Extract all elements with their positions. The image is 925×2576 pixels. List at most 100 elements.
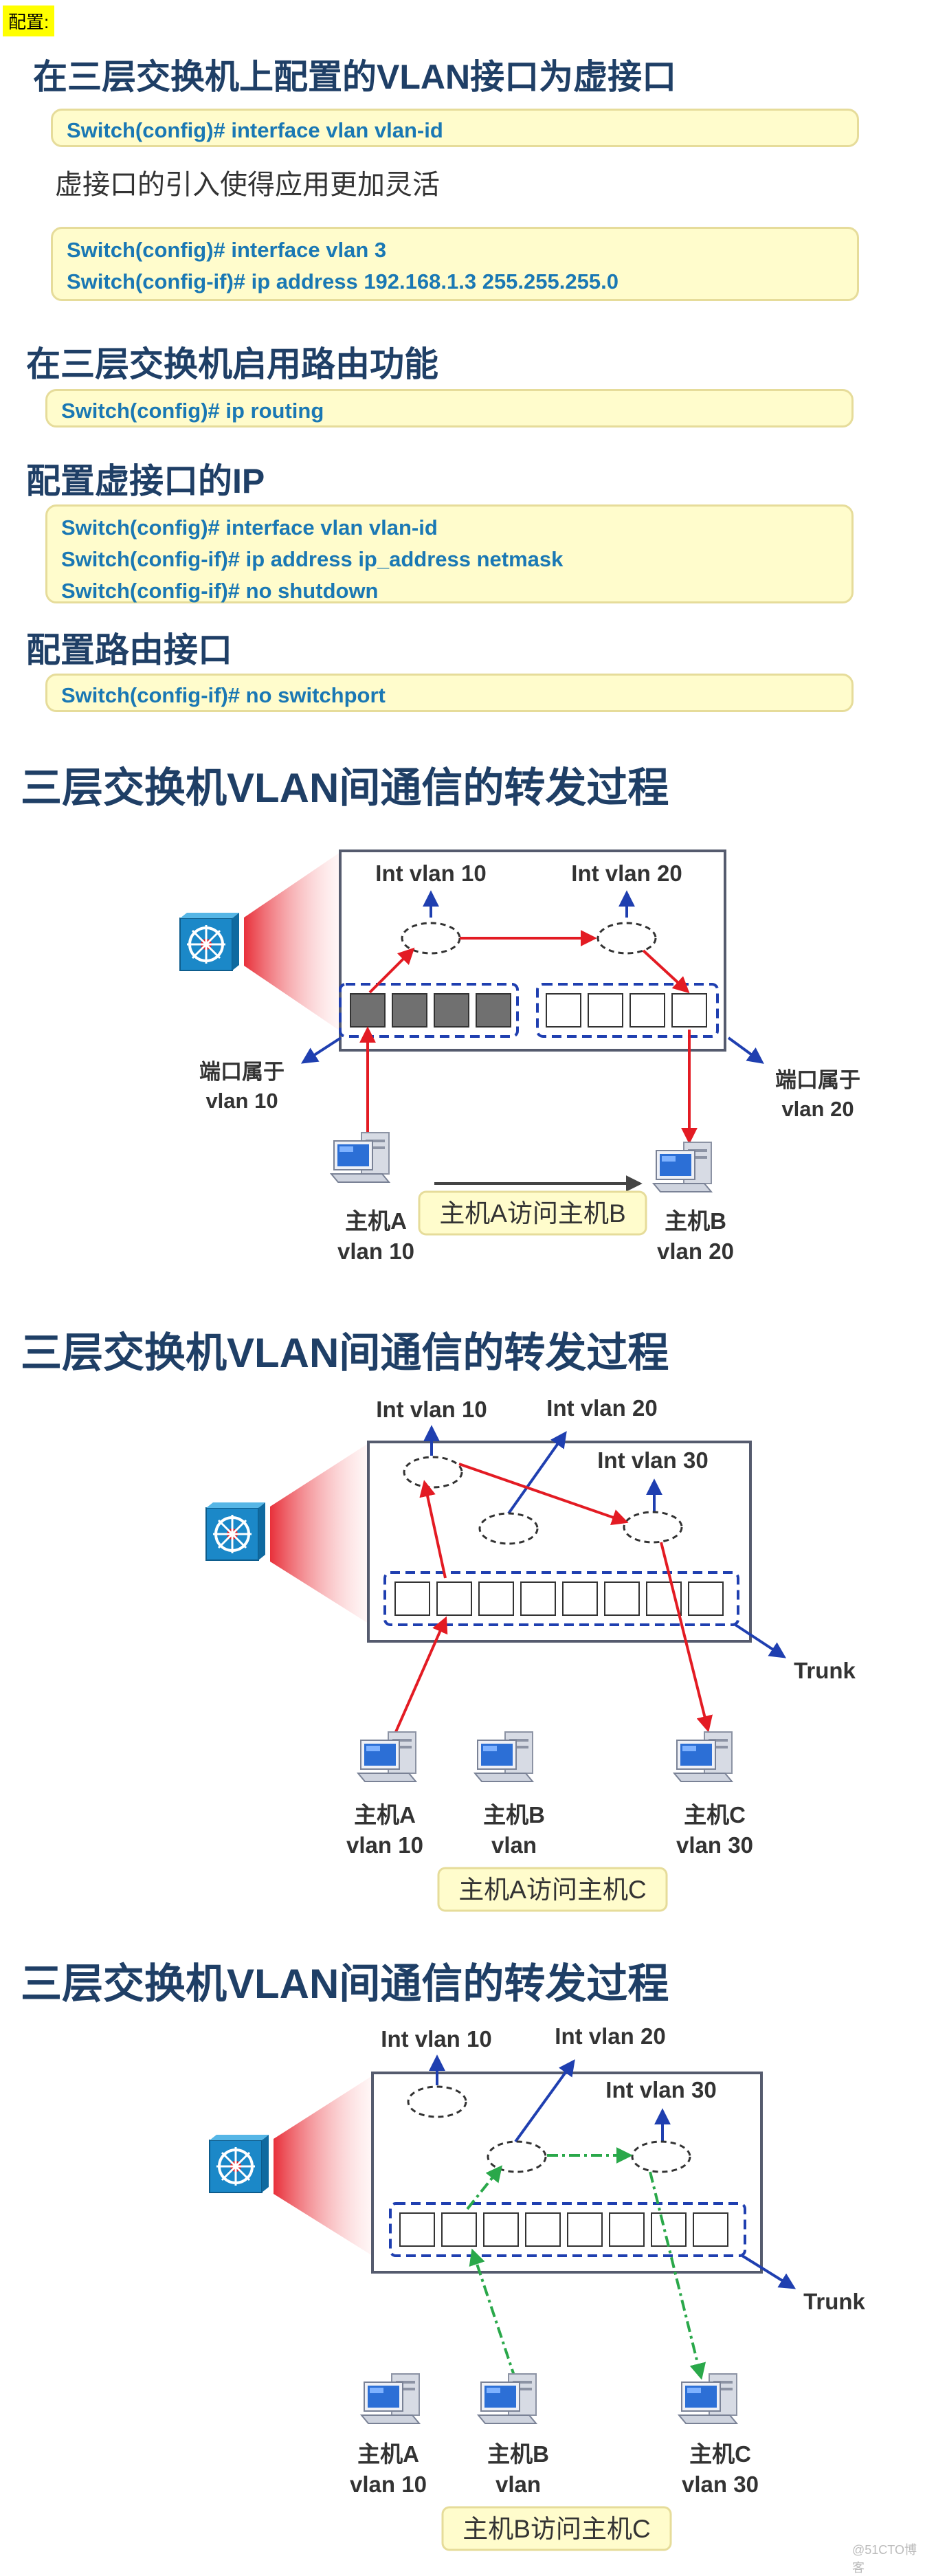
switch-ports bbox=[394, 1581, 724, 1616]
int-vlan-30-label: Int vlan 30 bbox=[605, 2077, 716, 2102]
port-right-label-2: vlan 20 bbox=[781, 1097, 854, 1121]
host-b-label: 主机B bbox=[487, 2441, 549, 2467]
code-line: Switch(config)# interface vlan vlan-id bbox=[67, 118, 443, 142]
zoom-beam bbox=[274, 2076, 372, 2256]
pointer-arrow bbox=[734, 1623, 787, 1658]
note-text: 虚接口的引入使得应用更加灵活 bbox=[55, 170, 440, 200]
code-box-4: Switch(config)# interface vlan vlan-id S… bbox=[45, 504, 854, 603]
caption-text: 主机B访问主机C bbox=[462, 2515, 650, 2543]
code-line: Switch(config)# ip routing bbox=[61, 399, 324, 423]
pointer-arrow bbox=[300, 1036, 342, 1064]
port-left-label-2: vlan 10 bbox=[205, 1089, 278, 1113]
vlan10-port-group bbox=[339, 983, 519, 1038]
flow-arrow bbox=[458, 1463, 629, 1526]
int-vlan-10-label: Int vlan 10 bbox=[381, 2026, 491, 2052]
flow-arrow bbox=[642, 949, 690, 994]
host-a-label: 主机A bbox=[357, 2441, 419, 2467]
zoom-beam bbox=[270, 1443, 368, 1623]
host-a-pc-icon bbox=[357, 1731, 416, 1782]
switch-body bbox=[367, 1441, 752, 1643]
diagram3: Int vlan 10 Int vlan 20 Int vlan 30 Trun… bbox=[208, 2023, 866, 2551]
vlan30-interface bbox=[623, 1511, 683, 1544]
caption-text: 主机A访问主机B bbox=[439, 1199, 625, 1228]
switch-icon bbox=[205, 1501, 267, 1562]
host-a-vlan: vlan 10 bbox=[337, 1239, 414, 1264]
host-c-vlan: vlan 30 bbox=[676, 1832, 753, 1858]
host-b-pc-icon bbox=[478, 2373, 537, 2424]
flow-arrow bbox=[649, 2171, 706, 2380]
caption-box bbox=[418, 1190, 647, 1236]
code-line: Switch(config-if)# ip address ip_address… bbox=[61, 547, 564, 571]
vlan20-interface bbox=[597, 922, 657, 955]
code-line: Switch(config)# interface vlan vlan-id bbox=[61, 515, 438, 540]
diagram1-title: 三层交换机VLAN间通信的转发过程 bbox=[21, 765, 669, 811]
code-box-3: Switch(config)# ip routing bbox=[45, 389, 854, 428]
watermark: @51CTO博客 bbox=[852, 2543, 917, 2575]
diagram2-title: 三层交换机VLAN间通信的转发过程 bbox=[21, 1330, 669, 1376]
port-left-label-1: 端口属于 bbox=[199, 1060, 285, 1084]
host-b-pc-icon bbox=[653, 1142, 712, 1192]
heading-enable-routing: 在三层交换机启用路由功能 bbox=[26, 345, 438, 384]
int-vlan-20-label: Int vlan 20 bbox=[546, 1395, 657, 1421]
vlan10-interface bbox=[403, 1456, 463, 1489]
host-b-vlan: vlan bbox=[491, 1832, 537, 1858]
config-tag: 配置: bbox=[3, 5, 55, 36]
port-right-label-1: 端口属于 bbox=[775, 1068, 860, 1092]
flow-arrow bbox=[394, 1616, 448, 1734]
pointer-arrow bbox=[741, 2254, 796, 2289]
host-c-label: 主机C bbox=[684, 1802, 746, 1828]
diagram2: Int vlan 10 Int vlan 20 Int vlan 30 Trun… bbox=[205, 1395, 856, 1912]
code-box-1: Switch(config)# interface vlan vlan-id bbox=[51, 109, 859, 147]
switch-ports bbox=[399, 2212, 728, 2247]
code-line: Switch(config-if)# no switchport bbox=[61, 683, 386, 707]
switch-icon bbox=[208, 2133, 270, 2194]
flow-arrow bbox=[466, 2165, 502, 2210]
host-a-label: 主机A bbox=[354, 1802, 416, 1828]
host-a-pc-icon bbox=[361, 2373, 420, 2424]
host-c-pc-icon bbox=[678, 2373, 737, 2424]
pointer-arrow bbox=[727, 1036, 764, 1064]
host-b-pc-icon bbox=[474, 1731, 533, 1782]
int-vlan-30-label: Int vlan 30 bbox=[597, 1447, 708, 1473]
host-b-label: 主机B bbox=[483, 1802, 545, 1828]
heading-virtual-ip: 配置虚接口的IP bbox=[26, 462, 265, 500]
code-line: Switch(config-if)# ip address 192.168.1.… bbox=[67, 269, 618, 293]
caption-box bbox=[437, 1867, 668, 1912]
flow-arrow bbox=[419, 1480, 447, 1579]
int-vlan-10-label: Int vlan 10 bbox=[376, 1397, 487, 1422]
caption-text: 主机A访问主机C bbox=[458, 1876, 646, 1904]
host-b-vlan: vlan 20 bbox=[657, 1239, 734, 1264]
diagram3-title: 三层交换机VLAN间通信的转发过程 bbox=[21, 1961, 669, 2007]
vlan10-interface bbox=[407, 2085, 467, 2118]
diagram1: Int vlan 10 Int vlan 20 端口属于 vlan 10 端口属… bbox=[179, 850, 860, 1264]
int-vlan-10-label: Int vlan 10 bbox=[375, 860, 486, 886]
heading-virtual-interface: 在三层交换机上配置的VLAN接口为虚接口 bbox=[33, 58, 677, 96]
trunk-port-group bbox=[389, 2202, 746, 2257]
caption-box bbox=[441, 2506, 672, 2551]
vlan20-interface bbox=[478, 1512, 539, 1545]
flow-arrow bbox=[660, 1542, 713, 1733]
vlan20-interface bbox=[487, 2140, 547, 2173]
up-arrow bbox=[507, 1431, 567, 1515]
flow-arrow bbox=[368, 947, 415, 994]
host-c-vlan: vlan 30 bbox=[682, 2472, 759, 2497]
host-b-vlan: vlan bbox=[495, 2472, 541, 2497]
up-arrow bbox=[514, 2059, 575, 2143]
host-a-vlan: vlan 10 bbox=[350, 2472, 427, 2497]
zoom-beam bbox=[244, 852, 340, 1031]
host-b-label: 主机B bbox=[665, 1208, 726, 1234]
code-box-2: Switch(config)# interface vlan 3 Switch(… bbox=[51, 227, 859, 301]
heading-routed-port: 配置路由接口 bbox=[26, 631, 232, 669]
code-box-5: Switch(config-if)# no switchport bbox=[45, 674, 854, 712]
int-vlan-20-label: Int vlan 20 bbox=[555, 2023, 665, 2049]
host-c-label: 主机C bbox=[689, 2441, 751, 2467]
switch-icon bbox=[179, 911, 241, 972]
vlan10-ports bbox=[350, 993, 511, 1028]
host-a-label: 主机A bbox=[345, 1208, 407, 1234]
code-line: Switch(config)# interface vlan 3 bbox=[67, 238, 387, 262]
flow-arrow bbox=[469, 2248, 517, 2380]
host-a-pc-icon bbox=[331, 1132, 390, 1183]
trunk-label: Trunk bbox=[794, 1658, 856, 1683]
host-c-pc-icon bbox=[673, 1731, 733, 1782]
host-a-vlan: vlan 10 bbox=[346, 1832, 423, 1858]
